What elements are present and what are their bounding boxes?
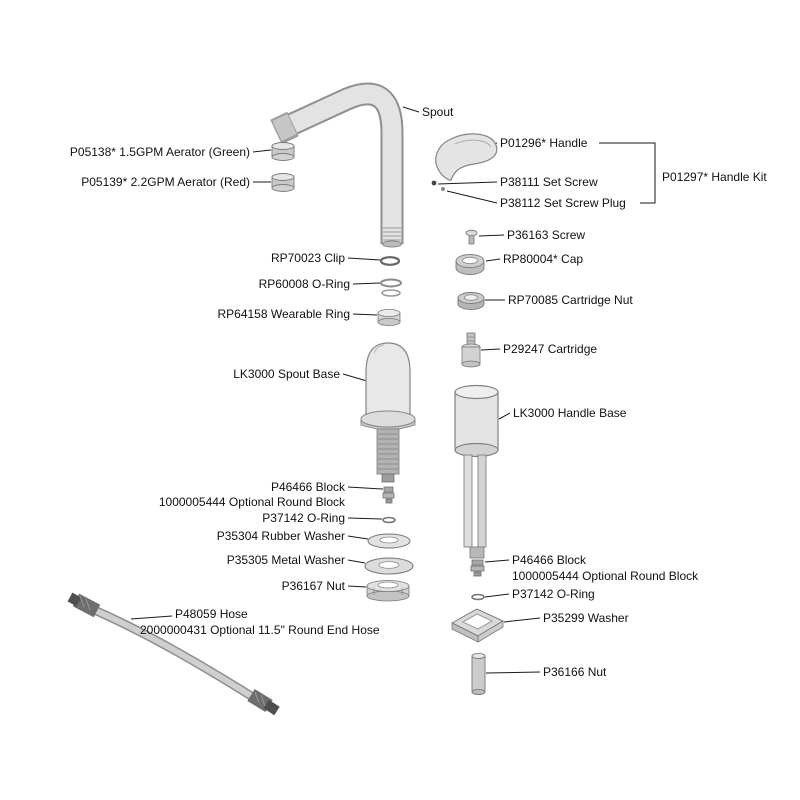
label-oring-p37142-left: P37142 O-Ring xyxy=(262,511,345,525)
label-metal-washer: P35305 Metal Washer xyxy=(226,553,345,567)
label-cartridge-nut: RP70085 Cartridge Nut xyxy=(508,293,633,307)
label-screw: P36163 Screw xyxy=(507,228,586,242)
spout-base-graphic xyxy=(360,342,416,483)
label-oring-rp60008: RP60008 O-Ring xyxy=(258,277,350,291)
label-nut-p36166: P36166 Nut xyxy=(543,665,607,679)
nut-p36167-graphic xyxy=(366,580,410,602)
label-optional-hose: 2000000431 Optional 11.5" Round End Hose xyxy=(140,623,380,637)
nut-p36166-graphic xyxy=(471,652,486,696)
set-screw-graphic xyxy=(431,180,437,186)
handle-base-graphic xyxy=(454,384,499,559)
label-cap: RP80004* Cap xyxy=(503,252,584,266)
label-hose: P48059 Hose xyxy=(175,607,248,621)
label-handle: P01296* Handle xyxy=(500,136,588,150)
label-aerator-red: P05139* 2.2GPM Aerator (Red) xyxy=(81,175,250,189)
label-washer-p35299: P35299 Washer xyxy=(543,611,629,625)
label-block-left: P46466 Block xyxy=(270,480,345,494)
oring-p37142-left-graphic xyxy=(382,516,396,524)
label-optional-round-block-right: 1000005444 Optional Round Block xyxy=(512,569,699,583)
label-optional-round-block-left: 1000005444 Optional Round Block xyxy=(158,495,345,509)
label-set-screw: P38111 Set Screw xyxy=(500,175,598,189)
clip-graphic xyxy=(379,256,401,266)
spout-graphic xyxy=(270,82,404,248)
label-wearable-ring: RP64158 Wearable Ring xyxy=(217,307,350,321)
cartridge-graphic xyxy=(461,332,481,368)
aerator-red-graphic xyxy=(271,173,295,192)
cap-graphic xyxy=(455,254,485,275)
block-left-graphic xyxy=(382,486,395,504)
label-set-screw-plug: P38112 Set Screw Plug xyxy=(500,196,626,210)
cartridge-nut-graphic xyxy=(457,292,485,310)
label-handle-base: LK3000 Handle Base xyxy=(513,406,627,420)
handle-graphic xyxy=(435,133,498,181)
metal-washer-graphic xyxy=(364,557,414,575)
oring-rp60008-graphic xyxy=(380,278,402,297)
block-right-graphic xyxy=(470,559,485,577)
label-handle-kit: P01297* Handle Kit xyxy=(662,170,767,184)
label-rubber-washer: P35304 Rubber Washer xyxy=(216,529,345,543)
set-screw-plug-graphic xyxy=(441,187,445,191)
aerator-green-graphic xyxy=(271,142,295,161)
rubber-washer-graphic xyxy=(367,533,411,549)
label-block-right: P46466 Block xyxy=(512,553,587,567)
washer-p35299-graphic xyxy=(450,608,505,643)
label-nut-p36167: P36167 Nut xyxy=(281,579,345,593)
label-oring-p37142-right: P37142 O-Ring xyxy=(512,587,595,601)
leader-lines xyxy=(130,106,656,674)
wearable-ring-graphic xyxy=(377,308,401,326)
label-clip: RP70023 Clip xyxy=(270,251,345,265)
label-aerator-green: P05138* 1.5GPM Aerator (Green) xyxy=(69,145,250,159)
hose-graphic xyxy=(67,592,280,716)
label-cartridge: P29247 Cartridge xyxy=(503,342,598,356)
label-spout-base: LK3000 Spout Base xyxy=(233,367,340,381)
screw-graphic xyxy=(465,229,478,245)
label-spout: Spout xyxy=(422,105,454,119)
oring-p37142-right-graphic xyxy=(471,593,485,601)
